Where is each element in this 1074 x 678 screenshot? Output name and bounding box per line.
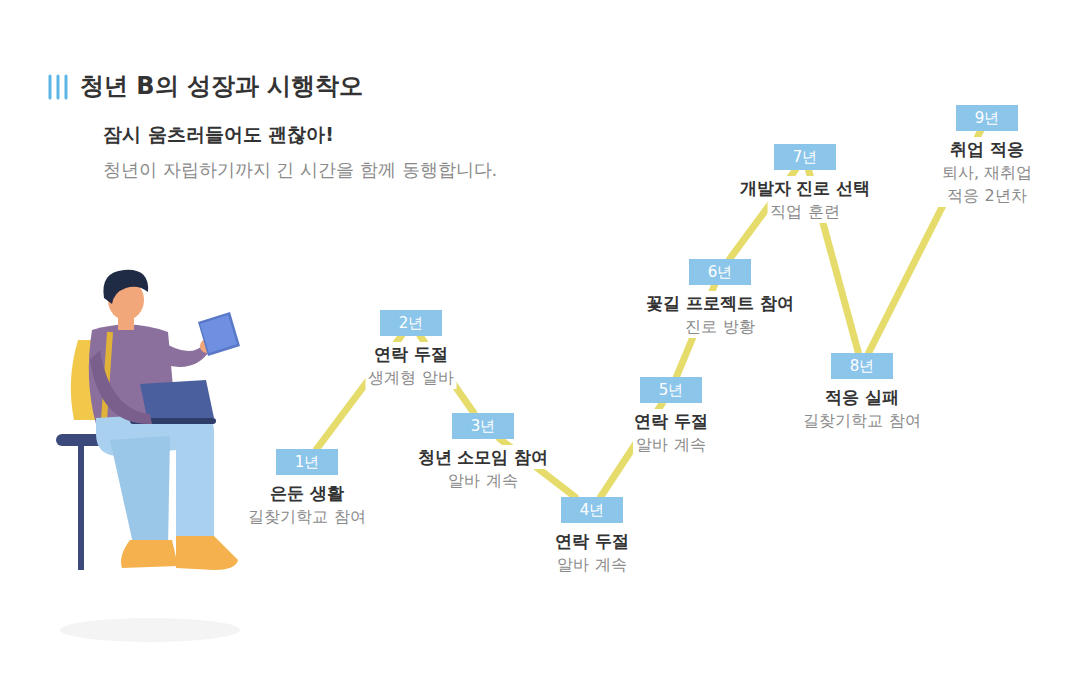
year-box: 3년청년 소모임 참여알바 계속 (452, 413, 514, 439)
milestone-title: 취업 적응 (947, 137, 1027, 161)
year-label: 1년 (295, 453, 320, 472)
milestone-note: 퇴사, 재취업 적응 2년차 (932, 161, 1042, 207)
milestone-texts: 취업 적응퇴사, 재취업 적응 2년차 (932, 137, 1042, 207)
milestone-title: 적응 실패 (822, 385, 902, 409)
year-box: 2년연락 두절생계형 알바 (380, 310, 442, 336)
milestone-title: 꽃길 프로젝트 참여 (643, 291, 797, 315)
milestone-texts: 꽃길 프로젝트 참여진로 방황 (643, 291, 797, 338)
person-figure (56, 270, 240, 642)
milestone-texts: 적응 실패길찾기학교 참여 (800, 385, 923, 432)
milestone-title: 연락 두절 (631, 409, 711, 433)
year-box: 9년취업 적응퇴사, 재취업 적응 2년차 (956, 105, 1018, 131)
milestone-note: 알바 계속 (633, 433, 708, 456)
subtitle-text: 청년이 자립하기까지 긴 시간을 함께 동행합니다. (103, 158, 497, 182)
year-box: 8년적응 실패길찾기학교 참여 (831, 353, 893, 379)
title-bars (50, 76, 66, 98)
year-label: 2년 (399, 314, 424, 333)
milestone-note: 생계형 알바 (365, 366, 456, 389)
year-label: 9년 (975, 109, 1000, 128)
milestone-title: 연락 두절 (371, 342, 451, 366)
milestone-note: 알바 계속 (554, 553, 629, 576)
milestone-note: 알바 계속 (445, 469, 520, 492)
year-box: 6년꽃길 프로젝트 참여진로 방황 (689, 259, 751, 285)
milestone-texts: 연락 두절생계형 알바 (365, 342, 456, 389)
year-label: 7년 (793, 148, 818, 167)
year-box: 4년연락 두절알바 계속 (561, 497, 623, 523)
year-label: 5년 (659, 381, 684, 400)
milestone-texts: 연락 두절알바 계속 (631, 409, 711, 456)
milestone-texts: 연락 두절알바 계속 (552, 529, 632, 576)
diagram-title: 청년 B의 성장과 시행착오 (80, 70, 363, 102)
year-label: 8년 (850, 357, 875, 376)
milestone-title: 청년 소모임 참여 (415, 445, 552, 469)
milestone-note: 직업 훈련 (767, 200, 842, 223)
year-box: 5년연락 두절알바 계속 (640, 377, 702, 403)
milestone-texts: 청년 소모임 참여알바 계속 (415, 445, 552, 492)
milestone-texts: 은둔 생활길찾기학교 참여 (245, 481, 368, 528)
subtitle-text: 잠시 움츠러들어도 괜찮아! (103, 122, 334, 148)
milestone-note: 진로 방황 (682, 315, 757, 338)
year-box: 7년개발자 진로 선택직업 훈련 (774, 144, 836, 170)
milestone-title: 개발자 진로 선택 (737, 176, 874, 200)
milestone-texts: 개발자 진로 선택직업 훈련 (737, 176, 874, 223)
year-label: 6년 (708, 263, 733, 282)
year-label: 3년 (471, 417, 496, 436)
year-box: 1년은둔 생활길찾기학교 참여 (276, 449, 338, 475)
milestone-title: 은둔 생활 (267, 481, 347, 505)
milestone-note: 길찾기학교 참여 (800, 409, 923, 432)
year-label: 4년 (580, 501, 605, 520)
milestone-note: 길찾기학교 참여 (245, 505, 368, 528)
milestone-title: 연락 두절 (552, 529, 632, 553)
